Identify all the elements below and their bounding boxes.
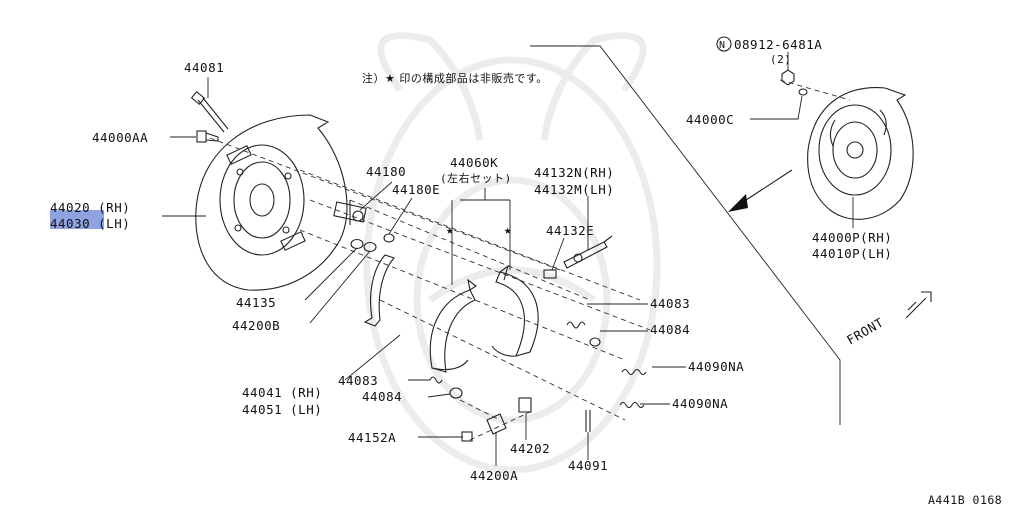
part-label-08912-symbol-ring (716, 36, 732, 52)
part-label-08912-qty: (2) (770, 53, 791, 66)
part-label-44051-lh[interactable]: 44051 (LH) (242, 402, 322, 417)
lever-44200B-drawing (363, 254, 395, 327)
part-label-44135[interactable]: 44135 (236, 295, 276, 310)
part-label-44091[interactable]: 44091 (568, 458, 608, 473)
bolt-44000AA-drawing (196, 130, 219, 143)
part-label-44060K-set: (左右セット) (440, 171, 512, 185)
part-label-44180E[interactable]: 44180E (392, 182, 440, 197)
part-label-44010P-lh[interactable]: 44010P(LH) (812, 246, 892, 261)
part-label-44202[interactable]: 44202 (510, 441, 550, 456)
part-label-44060K[interactable]: 44060K (450, 155, 498, 170)
part-label-08912-symbol: N (719, 40, 726, 51)
bolt-44081-drawing (190, 90, 229, 133)
non-sale-note: 注）★ 印の構成部品は非販売です。 (362, 71, 548, 85)
front-arrow-icon (905, 291, 932, 319)
watermark-emblem (363, 32, 661, 474)
part-label-44132M-lh[interactable]: 44132M(LH) (534, 182, 614, 197)
star-marker-rear-shoe: ★ (504, 222, 512, 237)
part-label-44000P-rh[interactable]: 44000P(RH) (812, 230, 892, 245)
springs-drawing (429, 321, 647, 432)
wheel-cylinder-drawing (333, 200, 367, 225)
part-label-44090NA-upper[interactable]: 44090NA (688, 359, 744, 374)
brake-shoe-front-drawing (429, 278, 477, 373)
part-label-44084-upper[interactable]: 44084 (650, 322, 690, 337)
part-label-44030-lh[interactable]: 44030 (LH) (50, 216, 130, 231)
clip-44180E-drawing (383, 233, 395, 243)
direction-arrow (728, 169, 793, 212)
star-marker-front-shoe: ★ (446, 222, 454, 237)
nut-08912-drawing (781, 69, 795, 86)
part-label-44000C[interactable]: 44000C (686, 112, 734, 127)
dashed-centerlines (209, 79, 851, 441)
part-label-44041-rh[interactable]: 44041 (RH) (242, 385, 322, 400)
part-label-44084-lower[interactable]: 44084 (362, 389, 402, 404)
part-label-44180[interactable]: 44180 (366, 164, 406, 179)
part-label-44090NA-lower[interactable]: 44090NA (672, 396, 728, 411)
part-label-44000AA[interactable]: 44000AA (92, 130, 148, 145)
front-label: FRONT (844, 315, 886, 348)
part-label-44200A[interactable]: 44200A (470, 468, 518, 483)
back-plate-drawing (195, 114, 348, 291)
pins-drawing (461, 397, 532, 442)
selected-part-highlight (50, 210, 104, 229)
washer-44135-drawing (350, 238, 364, 250)
part-label-44083-lower[interactable]: 44083 (338, 373, 378, 388)
leader-lines (162, 45, 854, 466)
washer-44000C-drawing (798, 88, 808, 96)
figure-code: A441B 0168 (928, 493, 1002, 507)
brake-assembly-drawing (807, 87, 914, 220)
adjuster-drawing (563, 235, 613, 269)
spring-44132E-drawing (543, 269, 557, 279)
part-label-44132N-rh[interactable]: 44132N(RH) (534, 165, 614, 180)
part-label-44083-upper[interactable]: 44083 (650, 296, 690, 311)
part-label-44152A[interactable]: 44152A (348, 430, 396, 445)
part-label-44081[interactable]: 44081 (184, 60, 224, 75)
part-label-08912-6481A[interactable]: 08912-6481A (734, 37, 822, 52)
part-label-44132E[interactable]: 44132E (546, 223, 594, 238)
part-label-44200B[interactable]: 44200B (232, 318, 280, 333)
brake-shoe-rear-drawing (491, 264, 539, 357)
part-label-44020-rh[interactable]: 44020 (RH) (50, 200, 130, 215)
